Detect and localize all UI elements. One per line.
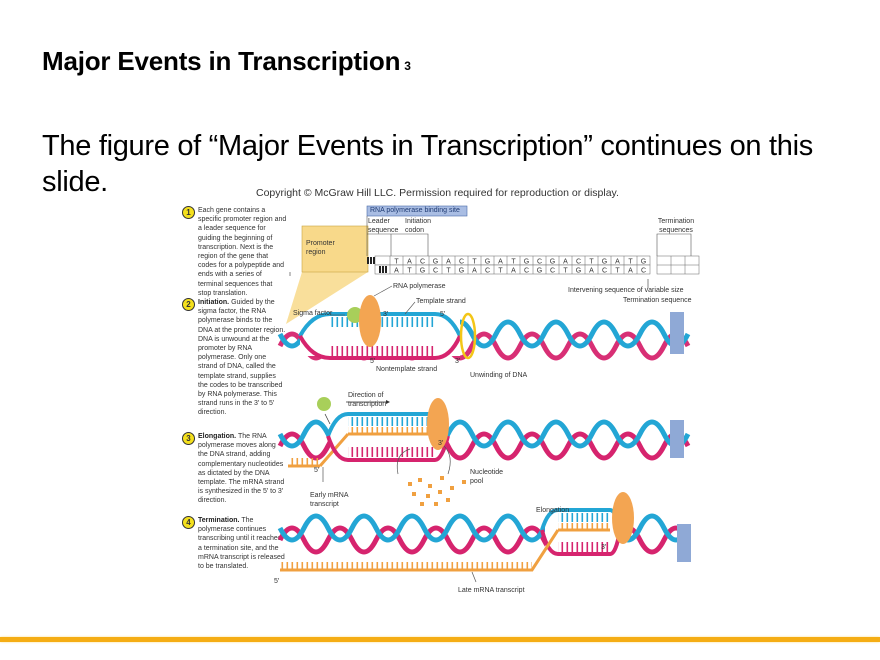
nucleotide-pool-label: Nucleotide pool — [470, 469, 504, 485]
base-letter: T — [628, 259, 633, 266]
base-letter: C — [602, 268, 607, 275]
base-letter: G — [433, 259, 438, 266]
step-badge: 1 — [182, 206, 195, 219]
step-2-heading: Initiation. — [198, 299, 230, 306]
base-letter: G — [459, 268, 464, 275]
slide-title-text: Major Events in Transcription — [42, 46, 401, 76]
base-letter: A — [498, 259, 503, 266]
base-letter: C — [485, 268, 490, 275]
intervening-sequence-label: Intervening sequence of variable size — [568, 287, 684, 294]
base-letter: C — [459, 259, 464, 266]
early-mrna-label: Early mRNA transcript — [310, 492, 349, 508]
base-letter: C — [641, 268, 646, 275]
step-badge: 3 — [182, 432, 195, 445]
base-letter: A — [628, 268, 633, 275]
dna-helix-elongation — [277, 412, 691, 468]
five-prime-label: 5′ — [370, 358, 376, 365]
five-prime-label: 5′ — [440, 311, 446, 318]
step-3-description: 3 Elongation. The RNA polymerase moves a… — [182, 432, 287, 506]
base-letter: T — [589, 259, 594, 266]
sigma-factor-label: Sigma factor — [293, 310, 333, 317]
base-letter: C — [420, 259, 425, 266]
base-letter: G — [550, 259, 555, 266]
base-letter: A — [563, 259, 568, 266]
base-letter: G — [602, 259, 607, 266]
dna-helix-initiation — [277, 312, 691, 361]
binding-site-label: RNA polymerase binding site — [370, 207, 460, 214]
base-letter: G — [524, 259, 529, 266]
three-prime-label: 3′ — [455, 358, 461, 365]
unwinding-label: Unwinding of DNA — [470, 372, 528, 379]
base-letter: A — [615, 259, 620, 266]
base-letter: A — [446, 259, 451, 266]
three-prime-label: 3′ — [601, 544, 607, 551]
base-letter: T — [498, 268, 503, 275]
base-letter: G — [420, 268, 425, 275]
base-letter: A — [511, 268, 516, 275]
base-letter: T — [394, 259, 399, 266]
base-letter: A — [589, 268, 594, 275]
step-4-text: The polymerase continues transcribing un… — [198, 517, 285, 571]
base-letter: A — [472, 268, 477, 275]
base-letter: T — [472, 259, 477, 266]
base-letter: G — [641, 259, 646, 266]
late-mrna-label: Late mRNA transcript — [458, 587, 525, 594]
step-1-text: Each gene contains a specific promoter r… — [198, 207, 287, 297]
base-letter: C — [537, 259, 542, 266]
five-prime-label: 5′ — [314, 467, 320, 474]
nontemplate-strand-label: Nontemplate strand — [376, 366, 438, 373]
step-2-text: Guided by the sigma factor, the RNA poly… — [198, 299, 286, 417]
leader-sequence-label: Leader sequence — [368, 218, 399, 234]
slide-title-suffix: 3 — [404, 59, 411, 73]
base-letter: T — [615, 268, 620, 275]
elongation-label: Elongation — [536, 507, 570, 514]
footer-accent-line — [0, 637, 880, 642]
sigma-factor — [347, 307, 363, 323]
base-letter: T — [511, 259, 516, 266]
dna-sequence-grid — [367, 255, 700, 275]
five-prime-label: 5′ — [274, 578, 280, 585]
slide-body-text: The figure of “Major Events in Transcrip… — [42, 130, 813, 198]
direction-label: Direction of transcription — [348, 392, 387, 408]
step-1-description: 1 Each gene contains a specific promoter… — [182, 206, 287, 298]
transcription-figure: Copyright © McGraw Hill LLC. Permission … — [180, 184, 700, 604]
base-letter: C — [433, 268, 438, 275]
base-letter: A — [394, 268, 399, 275]
released-sigma-factor — [317, 397, 331, 411]
base-letter: A — [407, 259, 412, 266]
binding-site-box — [366, 205, 468, 217]
base-letter: T — [446, 268, 451, 275]
base-letter: C — [576, 259, 581, 266]
base-letter: C — [524, 268, 529, 275]
step-badge: 2 — [182, 298, 195, 311]
termination-block — [670, 312, 684, 354]
three-prime-label: 3′ — [438, 440, 444, 447]
step-2-description: 2 Initiation. Guided by the sigma factor… — [182, 298, 287, 418]
rna-polymerase-label: RNA polymerase — [393, 283, 446, 290]
base-letter: C — [550, 268, 555, 275]
step-3-text: The RNA polymerase moves along the DNA s… — [198, 433, 285, 505]
promoter-region-label: Promoter region — [306, 240, 335, 256]
base-letter: G — [576, 268, 581, 275]
rna-polymerase-2 — [427, 398, 449, 450]
step-4-heading: Termination. — [198, 517, 240, 524]
three-prime-label: 3′ — [383, 311, 389, 318]
copyright-notice: Copyright © McGraw Hill LLC. Permission … — [256, 187, 619, 199]
step-3-heading: Elongation. — [198, 433, 237, 440]
base-letter: T — [407, 268, 412, 275]
template-strand-label: Template strand — [416, 298, 466, 305]
termination-sequences-label: Termination sequences — [657, 218, 695, 234]
rna-polymerase-3 — [612, 492, 634, 544]
step-4-description: 4 Termination. The polymerase continues … — [182, 516, 287, 571]
step-badge: 4 — [182, 516, 195, 529]
rna-polymerase-1 — [359, 295, 381, 347]
base-letter: T — [563, 268, 568, 275]
base-letter: G — [537, 268, 542, 275]
initiation-codon-label: Initiation codon — [405, 218, 432, 234]
termination-sequence-label: Termination sequence — [623, 297, 692, 304]
base-letter: G — [485, 259, 490, 266]
nucleotide-pool — [408, 476, 466, 506]
